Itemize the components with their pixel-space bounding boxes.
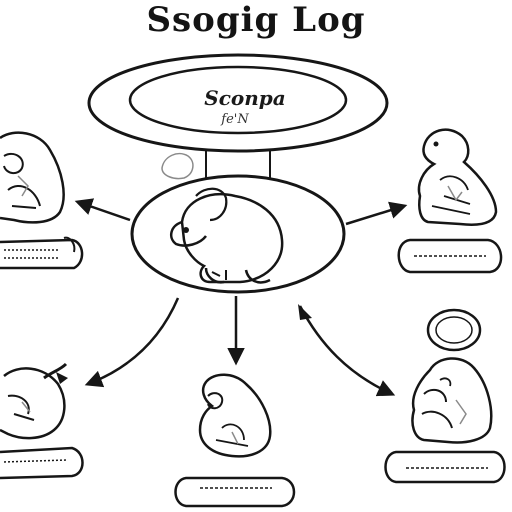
bottom-center-creature [200,375,270,457]
top-right-creature [419,130,496,225]
top-left-creature [0,133,64,223]
bottom-center-pillow [176,478,295,506]
bottom-right-halo [428,310,480,350]
top-left-pillow [0,238,82,268]
arrow-to-top-left [74,198,130,220]
bottom-left-pillow [0,448,83,478]
arrow-to-bottom-right [298,304,396,397]
hub-label: Sconpa [204,86,286,110]
hub-outer-ring [89,55,387,151]
hub-sublabel: fe'N [221,112,249,127]
hub-inner-ring [130,67,346,133]
bottom-right-creature [412,358,491,442]
bottom-left-creature [0,364,68,438]
top-right-pillow [399,240,501,272]
arrow-to-top-right [346,201,408,224]
diagram-title: Ssogig Log [146,0,366,40]
hub-connector [206,150,270,178]
arrow-to-bottom-left [84,298,178,388]
bottom-right-pillow [386,452,505,482]
central-node [132,154,344,292]
